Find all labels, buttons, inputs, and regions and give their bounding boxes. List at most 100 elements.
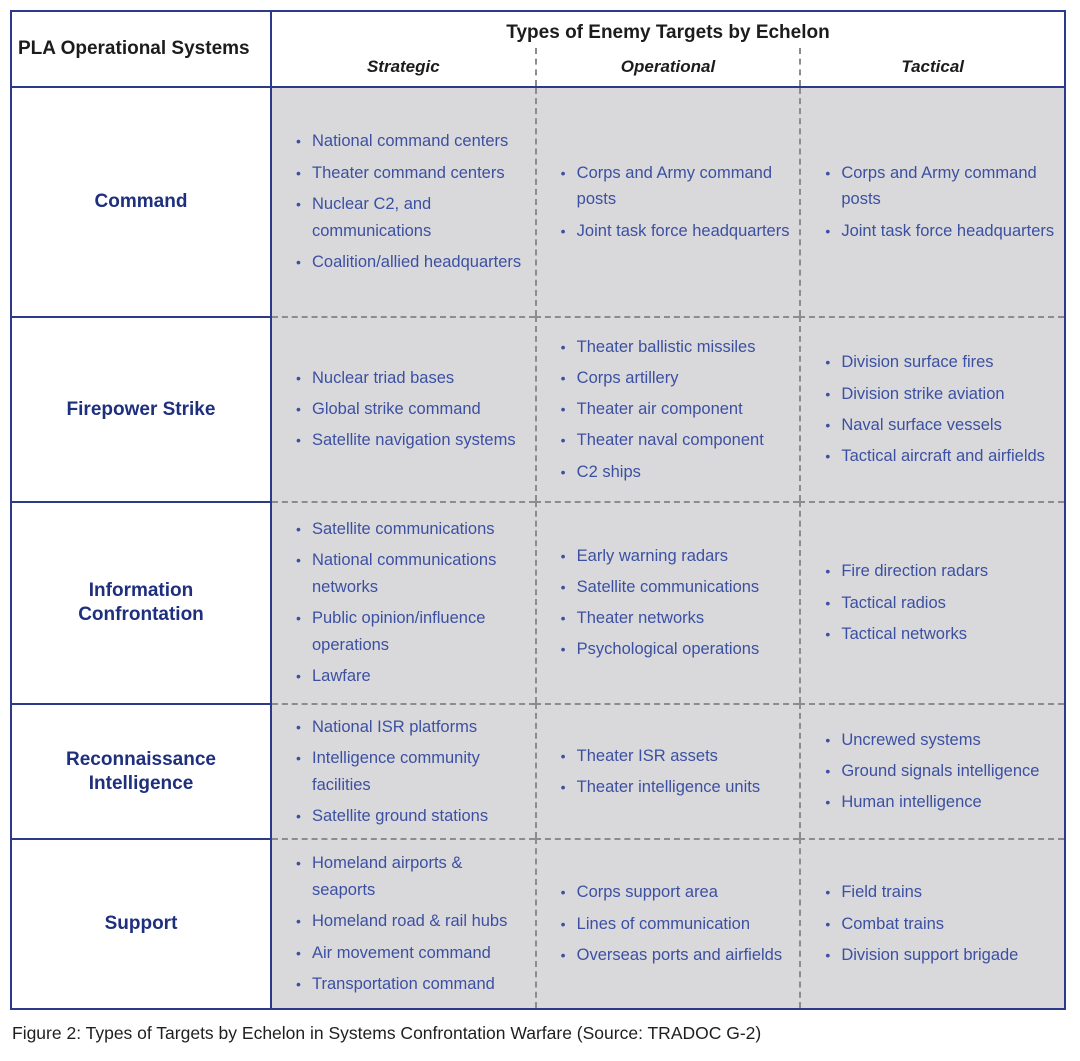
target-item: Corps support area	[559, 879, 794, 906]
system-label-cell: Support	[12, 838, 272, 1008]
header-pla-label: PLA Operational Systems	[18, 38, 250, 59]
system-label-cell: Command	[12, 88, 272, 316]
table-row: Firepower Strike Nuclear triad basesGloba…	[12, 316, 1065, 501]
targets-cell-operational: Corps support areaLines of communication…	[534, 838, 800, 1008]
target-list: Satellite communicationsNational communi…	[294, 512, 529, 695]
header-echelon-row: Strategic Operational Tactical	[272, 48, 1064, 86]
targets-cell-tactical: Field trainsCombat trainsDivision suppor…	[799, 838, 1065, 1008]
targets-table: PLA Operational Systems Types of Enemy T…	[10, 10, 1066, 1010]
header-right-group: Types of Enemy Targets by Echelon Strate…	[272, 12, 1064, 86]
target-list: Homeland airports & seaportsHomeland roa…	[294, 846, 529, 1002]
target-item: Theater naval component	[559, 427, 794, 454]
targets-cell-strategic: Satellite communicationsNational communi…	[272, 501, 535, 703]
target-item: National communications networks	[294, 547, 529, 600]
table-row: Command National command centersTheater c…	[12, 88, 1065, 316]
target-item: Overseas ports and airfields	[559, 942, 794, 969]
targets-cell-strategic: Nuclear triad basesGlobal strike command…	[272, 316, 535, 501]
target-item: Field trains	[823, 879, 1058, 906]
target-list: Corps and Army command postsJoint task f…	[559, 155, 794, 249]
targets-cell-operational: Theater ISR assetsTheater intelligence u…	[534, 703, 800, 838]
target-item: Tactical networks	[823, 621, 1058, 648]
target-item: Theater networks	[559, 605, 794, 632]
target-item: Satellite communications	[559, 574, 794, 601]
target-item: Theater ISR assets	[559, 743, 794, 770]
target-list: Uncrewed systemsGround signals intellige…	[823, 722, 1058, 820]
system-label: Firepower Strike	[66, 398, 216, 420]
system-label-cell: Firepower Strike	[12, 316, 272, 501]
target-item: Division strike aviation	[823, 381, 1058, 408]
target-item: Air movement command	[294, 940, 529, 967]
target-item: Tactical aircraft and airfields	[823, 443, 1058, 470]
target-item: Public opinion/influence operations	[294, 605, 529, 658]
figure-container: PLA Operational Systems Types of Enemy T…	[10, 10, 1068, 1044]
targets-cell-operational: Theater ballistic missilesCorps artiller…	[534, 316, 800, 501]
target-item: Tactical radios	[823, 590, 1058, 617]
header-echelon-operational: Operational	[534, 48, 800, 86]
target-item: Lawfare	[294, 663, 529, 690]
target-item: National command centers	[294, 128, 529, 155]
target-item: Corps and Army command posts	[823, 160, 1058, 213]
targets-cell-strategic: National command centersTheater command …	[272, 88, 535, 316]
table-body: Command National command centersTheater c…	[12, 88, 1065, 1008]
target-item: Satellite ground stations	[294, 803, 529, 830]
target-item: Satellite navigation systems	[294, 427, 529, 454]
target-item: Lines of communication	[559, 911, 794, 938]
header-pla-operational-systems: PLA Operational Systems	[12, 12, 272, 86]
system-label-cell: Reconnaissance Intelligence	[12, 703, 272, 838]
target-item: Nuclear triad bases	[294, 365, 529, 392]
target-item: Uncrewed systems	[823, 727, 1058, 754]
target-item: Human intelligence	[823, 789, 1058, 816]
table-row: Information Confrontation Satellite commu…	[12, 501, 1065, 703]
system-label: Reconnaissance Intelligence	[66, 748, 216, 794]
target-list: Division surface firesDivision strike av…	[823, 345, 1058, 474]
target-item: Theater command centers	[294, 160, 529, 187]
target-list: National ISR platformsIntelligence commu…	[294, 709, 529, 834]
figure-caption: Figure 2: Types of Targets by Echelon in…	[12, 1023, 762, 1043]
targets-cell-strategic: Homeland airports & seaportsHomeland roa…	[272, 838, 535, 1008]
target-item: Theater air component	[559, 396, 794, 423]
targets-cell-operational: Early warning radarsSatellite communicat…	[534, 501, 800, 703]
target-item: Corps and Army command posts	[559, 160, 794, 213]
header-echelon-tactical: Tactical	[799, 48, 1064, 86]
target-item: Fire direction radars	[823, 558, 1058, 585]
target-item: Division surface fires	[823, 349, 1058, 376]
target-item: Theater intelligence units	[559, 774, 794, 801]
table-row: SupportHomeland airports & seaportsHomel…	[12, 838, 1065, 1008]
target-item: Corps artillery	[559, 365, 794, 392]
targets-cell-operational: Corps and Army command postsJoint task f…	[534, 88, 800, 316]
target-list: Nuclear triad basesGlobal strike command…	[294, 360, 529, 458]
target-list: Theater ballistic missilesCorps artiller…	[559, 329, 794, 490]
system-label: Command	[94, 191, 188, 213]
table-row: Reconnaissance Intelligence National ISR …	[12, 703, 1065, 838]
target-list: Corps support areaLines of communication…	[559, 875, 794, 973]
system-label-cell: Information Confrontation	[12, 501, 272, 703]
target-list: Field trainsCombat trainsDivision suppor…	[823, 875, 1058, 973]
target-list: Early warning radarsSatellite communicat…	[559, 538, 794, 667]
target-item: Homeland road & rail hubs	[294, 908, 529, 935]
target-item: Nuclear C2, and communications	[294, 191, 529, 244]
targets-cell-tactical: Uncrewed systemsGround signals intellige…	[799, 703, 1065, 838]
header-echelon-strategic: Strategic	[366, 57, 440, 76]
target-list: Corps and Army command postsJoint task f…	[823, 155, 1058, 249]
target-item: Psychological operations	[559, 636, 794, 663]
target-item: Coalition/allied headquarters	[294, 249, 529, 276]
target-item: Joint task force headquarters	[559, 218, 794, 245]
target-item: Intelligence community facilities	[294, 745, 529, 798]
system-label: Information Confrontation	[78, 580, 204, 625]
target-item: Global strike command	[294, 396, 529, 423]
target-item: Division support brigade	[823, 942, 1058, 969]
target-item: Ground signals intelligence	[823, 758, 1058, 785]
system-label: Support	[104, 913, 178, 935]
target-item: Combat trains	[823, 911, 1058, 938]
target-item: C2 ships	[559, 459, 794, 486]
targets-cell-tactical: Division surface firesDivision strike av…	[799, 316, 1065, 501]
targets-cell-strategic: National ISR platformsIntelligence commu…	[272, 703, 535, 838]
target-item: Homeland airports & seaports	[294, 850, 529, 903]
target-item: Transportation command	[294, 971, 529, 998]
target-list: Theater ISR assetsTheater intelligence u…	[559, 738, 794, 805]
targets-cell-tactical: Fire direction radarsTactical radiosTact…	[799, 501, 1065, 703]
target-item: Naval surface vessels	[823, 412, 1058, 439]
target-item: Satellite communications	[294, 516, 529, 543]
target-item: Joint task force headquarters	[823, 218, 1058, 245]
targets-cell-tactical: Corps and Army command postsJoint task f…	[799, 88, 1065, 316]
